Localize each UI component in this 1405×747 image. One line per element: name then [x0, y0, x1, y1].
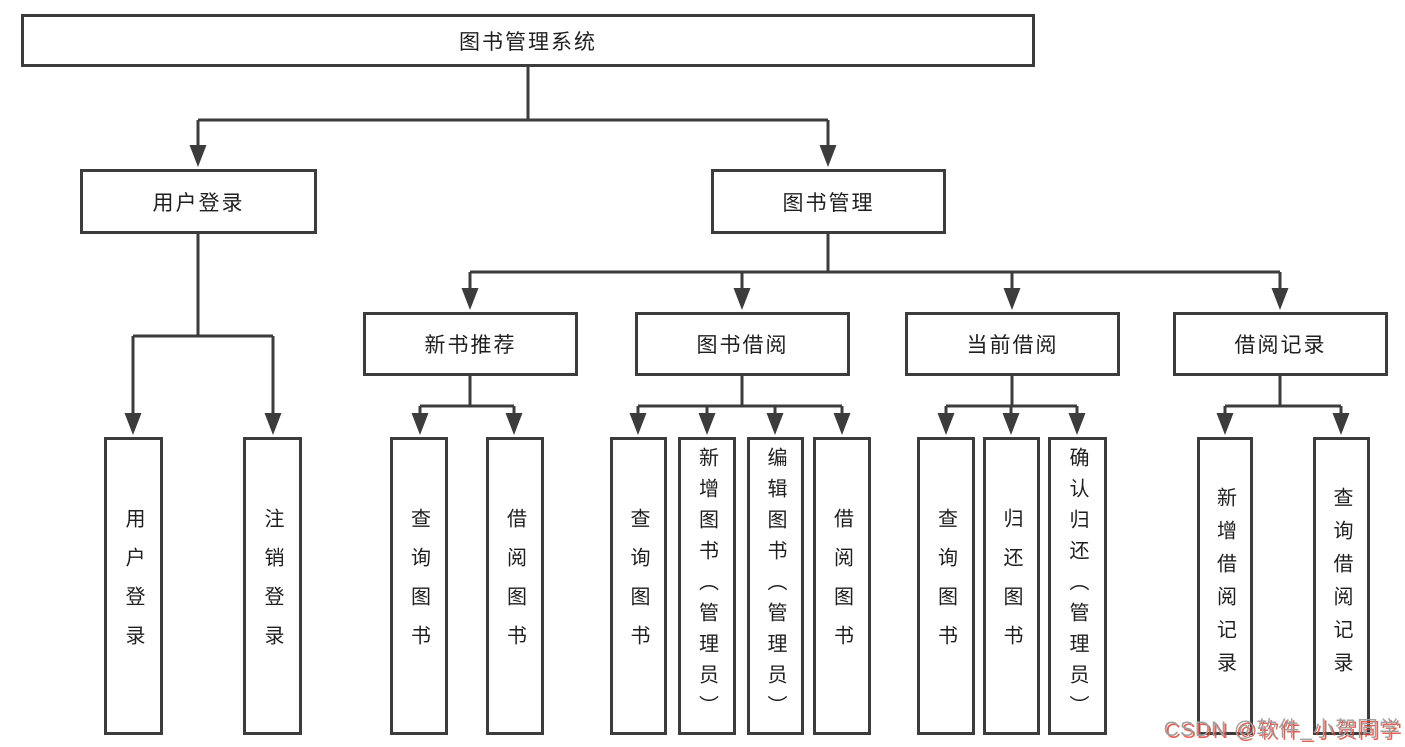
- node-borrow-records: 借阅记录: [1173, 312, 1388, 376]
- node-library-system: 图书管理系统: [21, 14, 1035, 67]
- leaf-borrow-books-recommend: 借阅图书: [486, 437, 544, 735]
- leaf-user-login: 用户登录: [104, 437, 163, 735]
- leaf-edit-books-admin: 编辑图书（管理员）: [747, 437, 804, 735]
- leaf-add-books-admin: 新增图书（管理员）: [678, 437, 736, 735]
- leaf-query-books-current: 查询图书: [917, 437, 975, 735]
- leaf-query-borrow-record: 查询借阅记录: [1313, 437, 1370, 735]
- arrowheads: [124, 145, 1350, 435]
- leaf-query-books-recommend: 查询图书: [390, 437, 448, 735]
- leaf-logout: 注销登录: [243, 437, 302, 735]
- leaf-return-books: 归还图书: [983, 437, 1040, 735]
- leaf-confirm-return-admin: 确认归还（管理员）: [1048, 437, 1107, 735]
- leaf-add-borrow-record: 新增借阅记录: [1197, 437, 1253, 735]
- node-user-login-module: 用户登录: [80, 169, 317, 234]
- node-current-borrowing: 当前借阅: [905, 312, 1120, 376]
- leaf-query-books-borrowing: 查询图书: [610, 437, 667, 735]
- node-book-management: 图书管理: [711, 169, 946, 234]
- leaf-borrow-books: 借阅图书: [813, 437, 871, 735]
- node-new-book-recommend: 新书推荐: [363, 312, 578, 376]
- watermark: CSDN @软件_小贺同学: [1163, 718, 1401, 741]
- node-book-borrowing: 图书借阅: [635, 312, 850, 376]
